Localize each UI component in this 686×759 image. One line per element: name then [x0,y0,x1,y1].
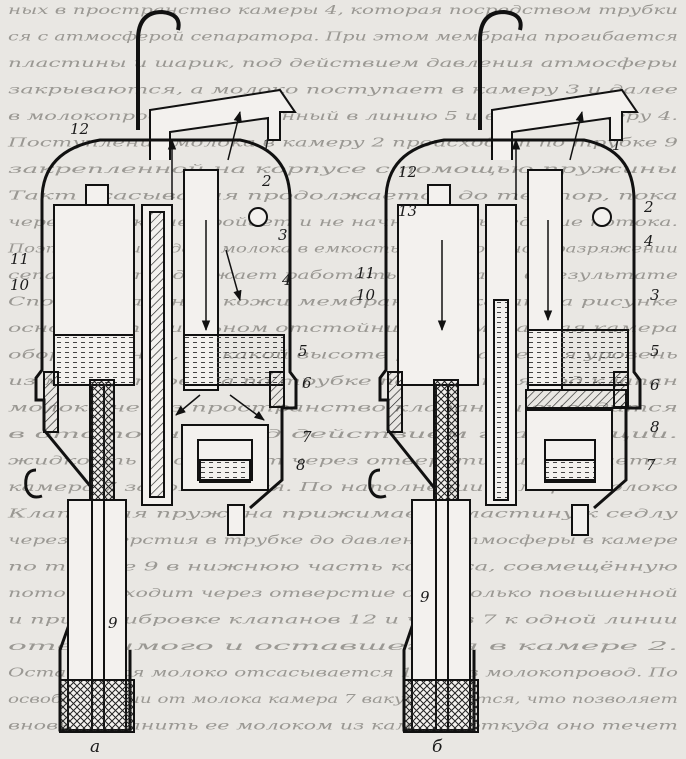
part-label-b-6: 6 [650,376,660,394]
part-label-a-9: 9 [108,614,118,632]
part-label-a-5: 5 [298,342,308,360]
part-label-b-8: 8 [650,418,660,436]
background-text-line: ных в пространство камеры 4, которая пос… [8,2,678,17]
part-label-b-9: 9 [420,588,430,606]
part-label-a-4: 4 [281,271,292,289]
part-label-b-5: 5 [650,342,660,360]
background-text-line: Поступление молока в камеру 2 происходит… [6,135,678,150]
background-text-line: через отверстия в трубке до давления атм… [8,532,678,547]
background-text-line: Клапанная пружина прижимает пластину к с… [6,506,679,521]
separator-b [368,9,642,733]
background-text-line: отводимого и оставшегося в камере 2. [8,638,678,653]
separator-a [24,9,298,733]
background-text-line: закрепленной на корпусе с помощью пружин… [8,161,678,176]
part-label-a-10: 10 [10,276,30,294]
background-text-line: закрываются, а молоко поступает в камеру… [8,82,678,97]
background-text-line: поток проходит через отверстие с несколь… [8,585,678,600]
part-label-b-11: 11 [356,264,375,282]
part-label-a-6: 6 [302,374,312,392]
part-label-a-1: 1 [262,136,272,154]
part-label-a-8: 8 [296,456,306,474]
part-label-b-2: 2 [643,198,654,216]
background-text-line: и при калибровке клапанов 12 и через 7 к… [8,612,678,627]
caption-b: б [432,737,443,757]
background-text-line: Такт всасывания продолжается до тех пор,… [8,188,678,203]
background-text-line: вновь наполнить ее молоком из камеры, от… [8,718,678,733]
part-label-b-10: 10 [356,286,376,304]
background-text-line: ся с атмосферой сепаратора. При этом мем… [8,29,678,44]
part-label-b-13: 13 [398,202,417,220]
part-label-a-3: 3 [278,226,288,244]
caption-a: а [90,737,100,757]
part-label-a-2: 2 [261,172,272,190]
part-label-b-12: 12 [398,163,417,181]
part-label-b-4: 4 [643,232,654,250]
part-label-b-1: 1 [612,136,622,154]
part-label-a-7: 7 [302,428,312,446]
part-label-a-11: 11 [10,250,29,268]
part-label-b-3: 3 [650,286,660,304]
background-page-text: ных в пространство камеры 4, которая пос… [6,2,679,733]
part-label-a-12: 12 [70,120,89,138]
part-label-b-7: 7 [646,456,656,474]
background-text-line: пластины и шарик, под действием давления… [8,55,678,70]
background-text-line: по трубке 9 в нижнюю часть корпуса, совм… [8,559,678,574]
background-text-line: Оставшееся молоко отсасывается 1 через м… [8,665,678,680]
background-text-line: освобождении от молока камера 7 вакуумир… [8,691,678,706]
